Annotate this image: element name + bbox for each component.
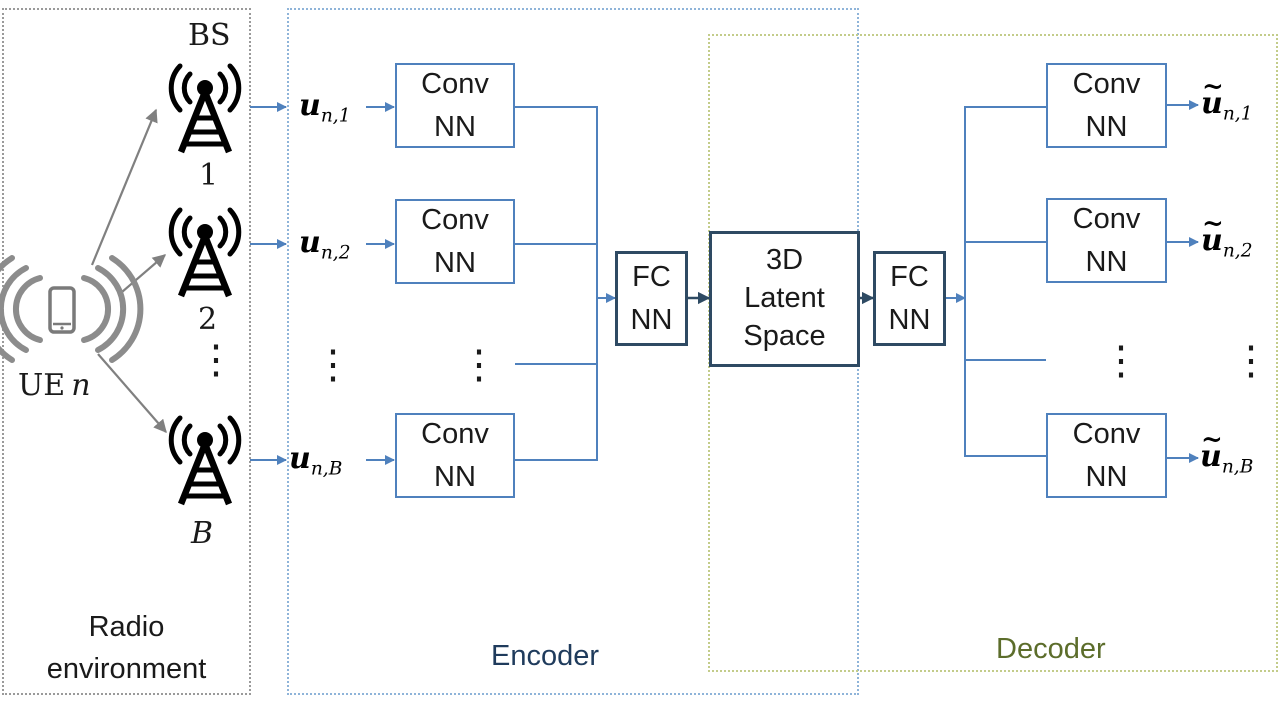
nn-label: NN (434, 246, 476, 279)
input-1-base: u (299, 88, 321, 123)
decoder-output-1: un,1 (1201, 72, 1253, 125)
fc-label: FC (890, 261, 929, 294)
output-B-sub: n,B (1221, 456, 1254, 478)
output-2-sub: n,2 (1222, 240, 1253, 262)
latent-line3: Space (743, 319, 826, 352)
conv-label: Conv (421, 68, 489, 101)
ue-index: n (71, 368, 91, 403)
latent-space-box: 3D Latent Space (709, 231, 860, 367)
ue-to-bsB-arrow (97, 353, 167, 433)
nn-label: NN (630, 303, 673, 336)
output-1-sub: n,1 (1222, 103, 1253, 125)
encoder-fc-nn: FC NN (615, 251, 688, 346)
encoder-conv-nn-B: Conv NN (395, 413, 515, 498)
antenna-icon-bs1 (168, 63, 242, 154)
output-1-base: u (1201, 72, 1224, 121)
decoder-label: Decoder (996, 633, 1106, 665)
nn-label: NN (1085, 110, 1128, 143)
conv-label: Conv (421, 204, 489, 237)
output-2-base: u (1201, 209, 1224, 258)
input-B-base: u (289, 441, 311, 476)
ue-phone-icon (0, 255, 144, 363)
input-2-base: u (299, 225, 321, 260)
ue-to-bs2-arrow (121, 254, 167, 293)
ue-to-bs1-arrow (90, 108, 158, 266)
encoder-label: Encoder (491, 640, 600, 672)
nn-label: NN (1085, 460, 1128, 493)
input-B-sub: n,B (310, 458, 343, 480)
latent-line1: 3D (765, 244, 804, 277)
encoder-input-1: un,1 (299, 88, 351, 127)
bs-dots: ⋮ (196, 337, 236, 383)
ue-label-text: UE (18, 368, 66, 403)
encoder-conv-nn-1: Conv NN (395, 63, 515, 148)
nn-label: NN (888, 303, 931, 336)
bs-label: BS (188, 18, 231, 53)
decoder-conv-dots: ⋮ (1101, 338, 1141, 384)
decoder-fc-nn: FC NN (873, 251, 946, 346)
conv-label: Conv (1072, 68, 1141, 101)
bs1-index: 1 (199, 158, 219, 193)
radio-environment-line1: Radio (88, 611, 165, 643)
radio-environment-label: Radio environment (2, 606, 251, 690)
input-2-sub: n,2 (320, 242, 351, 264)
ue-label: UE n (18, 368, 91, 403)
decoder-output-2: un,2 (1201, 209, 1253, 262)
decoder-output-dots: ⋮ (1231, 338, 1271, 384)
antenna-icon-bsB (168, 415, 242, 506)
conv-label: Conv (1072, 203, 1141, 236)
nn-label: NN (1085, 245, 1128, 278)
decoder-conv-nn-2: Conv NN (1046, 198, 1167, 283)
latent-line2: Latent (744, 282, 825, 315)
antenna-icon-bs2 (168, 207, 242, 298)
encoder-input-B: un,B (289, 441, 342, 480)
decoder-conv-nn-1: Conv NN (1046, 63, 1167, 148)
nn-label: NN (434, 460, 476, 493)
radio-environment-line2: environment (46, 653, 207, 685)
decoder-conv-nn-B: Conv NN (1046, 413, 1167, 498)
conv-label: Conv (1072, 418, 1141, 451)
conv-label: Conv (421, 418, 489, 451)
encoder-input-dots: ⋮ (313, 342, 353, 388)
encoder-input-2: un,2 (299, 225, 351, 264)
bs2-index: 2 (198, 302, 218, 337)
nn-label: NN (434, 110, 476, 143)
encoder-conv-nn-2: Conv NN (395, 199, 515, 284)
output-B-base: u (1200, 425, 1223, 474)
encoder-conv-dots: ⋮ (459, 342, 499, 388)
input-1-sub: n,1 (320, 105, 351, 127)
fc-label: FC (632, 261, 671, 294)
decoder-output-B: un,B (1200, 425, 1254, 478)
bsB-index: B (191, 516, 214, 551)
